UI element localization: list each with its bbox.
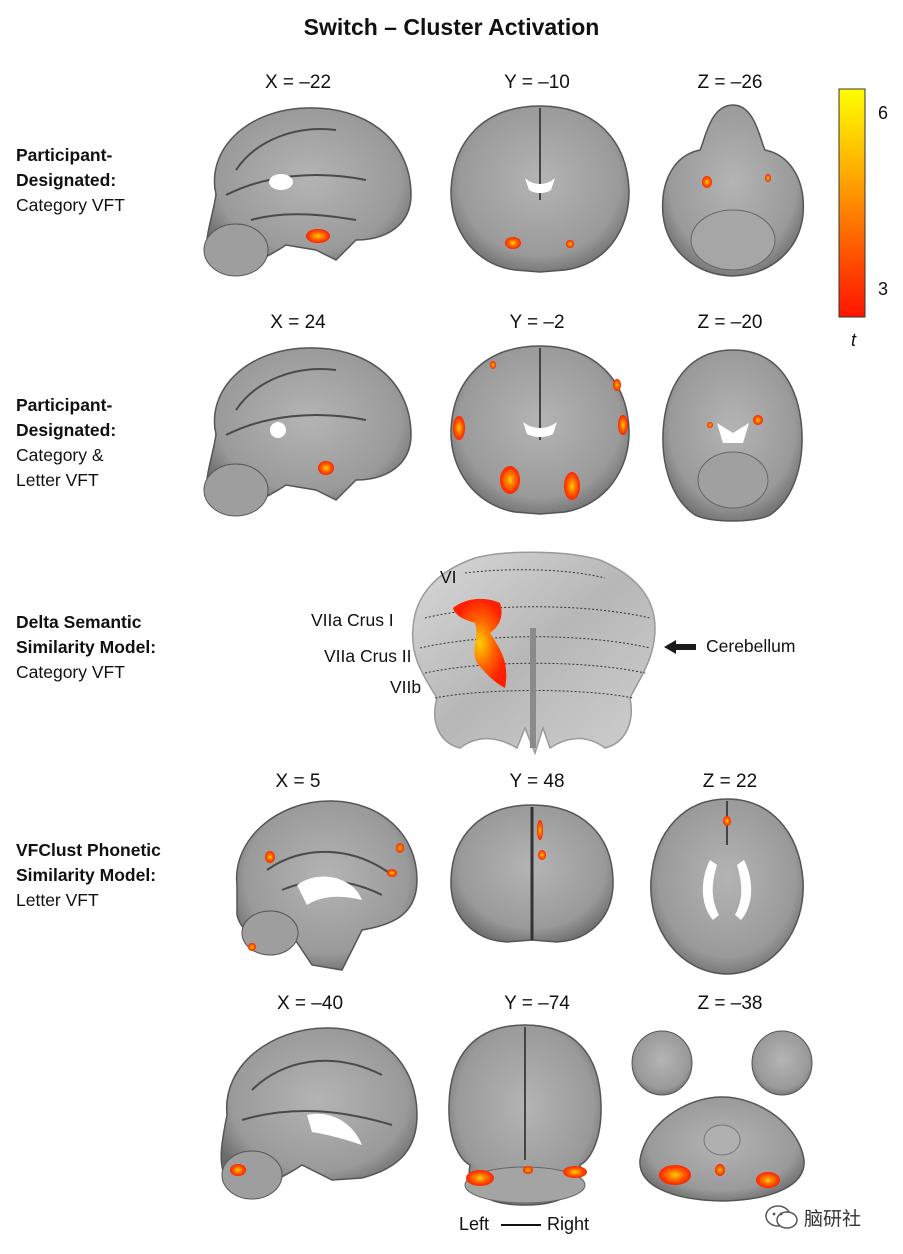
- activation-blob: [505, 237, 521, 249]
- flatmap-label-crus-1: VIIa Crus I: [311, 610, 394, 630]
- row4-coord-z: Z = 22: [702, 771, 758, 792]
- figure-title: Switch – Cluster Activation: [303, 14, 600, 40]
- row4-coord-y: Y = 48: [509, 771, 565, 792]
- flatmap-label-crus-2: VIIa Crus II: [324, 646, 412, 666]
- activation-blob: [265, 851, 275, 863]
- activation-blob: [723, 816, 731, 826]
- activation-blob: [396, 843, 404, 853]
- arrow-left-icon: [664, 640, 696, 654]
- row4-sagittal-slice: [235, 800, 418, 971]
- activation-blob: [537, 820, 543, 840]
- activation-blob: [500, 466, 520, 494]
- orientation-right-label: Right: [547, 1214, 590, 1234]
- row2-coronal-slice: [450, 345, 630, 515]
- orientation-left-label: Left: [459, 1214, 490, 1234]
- flatmap-label-VI: VI: [440, 567, 457, 587]
- row1-axial-slice: [661, 104, 805, 277]
- row5-coord-y: Y = –74: [504, 993, 570, 1014]
- activation-blob: [248, 943, 256, 951]
- activation-blob: [753, 415, 763, 425]
- row5-coord-x: X = –40: [276, 993, 344, 1014]
- row2-axial-slice: [662, 349, 803, 522]
- cerebellar-flatmap: [411, 551, 656, 756]
- activation-blob: [453, 598, 507, 688]
- row4-label: VFClust Phonetic Similarity Model: Lette…: [16, 840, 161, 910]
- row3-label: Delta Semantic Similarity Model: Categor…: [16, 612, 157, 682]
- cerebellum-label: Cerebellum: [706, 636, 796, 656]
- activation-blob: [466, 1170, 494, 1186]
- flatmap-label-VIIb: VIIb: [390, 677, 422, 697]
- row5-axial-slice: [631, 1030, 813, 1202]
- row2-coord-z: Z = –20: [697, 312, 763, 333]
- row4-axial-slice: [650, 798, 804, 975]
- row1-label: Participant- Designated: Category VFT: [16, 145, 125, 215]
- colorbar-max-label: 6: [878, 103, 889, 123]
- activation-blob: [756, 1172, 780, 1188]
- activation-blob: [707, 422, 713, 428]
- activation-blob: [490, 361, 496, 369]
- row1-coronal-slice: [450, 105, 630, 273]
- colorbar-variable-label: t: [851, 330, 857, 350]
- row2-coord-y: Y = –2: [509, 312, 565, 333]
- row4-coord-x: X = 5: [275, 771, 321, 792]
- activation-blob: [387, 869, 397, 877]
- activation-blob: [659, 1165, 691, 1185]
- activation-blob: [453, 416, 465, 440]
- row1-coord-y: Y = –10: [504, 72, 570, 93]
- colorbar: [838, 88, 866, 318]
- activation-blob: [318, 461, 334, 475]
- activation-blob: [613, 379, 621, 391]
- row2-coord-x: X = 24: [270, 312, 326, 333]
- colorbar-min-label: 3: [878, 279, 889, 299]
- activation-blob: [538, 850, 546, 860]
- row5-coord-z: Z = –38: [697, 993, 763, 1014]
- activation-blob: [563, 1166, 587, 1178]
- row2-sagittal-slice: [203, 347, 412, 517]
- activation-blob: [230, 1164, 246, 1176]
- row4-coronal-slice: [450, 804, 614, 943]
- row1-sagittal-slice: [203, 107, 412, 277]
- orientation-bar: [501, 1224, 541, 1226]
- row1-coord-z: Z = –26: [697, 72, 763, 93]
- wechat-icon: [765, 1205, 798, 1229]
- activation-blob: [702, 176, 712, 188]
- activation-blob: [306, 229, 330, 243]
- activation-blob: [765, 174, 771, 182]
- activation-blob: [523, 1166, 533, 1174]
- activation-blob: [566, 240, 574, 248]
- activation-blob: [564, 472, 580, 500]
- row1-coord-x: X = –22: [264, 72, 332, 93]
- activation-blob: [715, 1164, 725, 1176]
- watermark-text: 脑研社: [804, 1209, 862, 1230]
- activation-blob: [618, 415, 628, 435]
- row2-label: Participant- Designated: Category & Lett…: [16, 395, 117, 490]
- row5-sagittal-slice: [220, 1027, 418, 1200]
- row5-coronal-slice: [448, 1024, 602, 1206]
